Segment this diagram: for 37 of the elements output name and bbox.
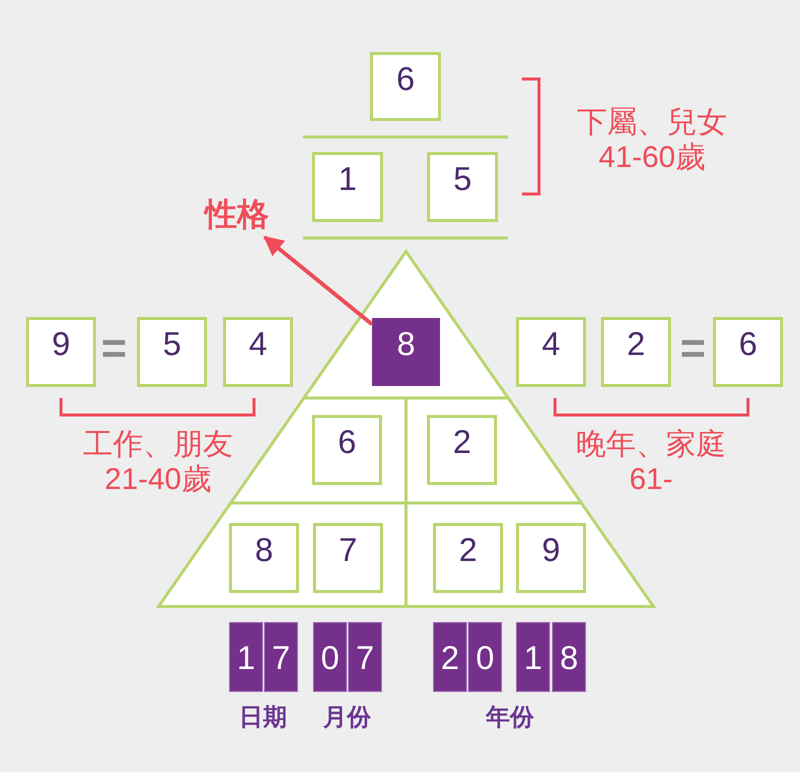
caption-text: 61-: [629, 463, 673, 498]
caption-text: 工作、朋友: [83, 428, 233, 462]
number-box: 6: [370, 52, 441, 121]
date-digit-tile: 1: [516, 622, 550, 692]
number-box: 5: [137, 317, 207, 387]
caption-text: 21-40歲: [104, 463, 212, 498]
date-digit-tile: 0: [313, 622, 347, 692]
callout-label: 性格: [203, 194, 271, 236]
number-box: 5: [427, 152, 498, 222]
date-part-label: 月份: [323, 704, 371, 732]
number-box: 4: [516, 317, 586, 387]
number-box: 9: [516, 523, 586, 593]
arrow: [263, 236, 374, 326]
equals-sign: =: [101, 324, 127, 375]
date-digit-tile: 0: [468, 622, 502, 692]
date-digit-tile: 2: [433, 622, 467, 692]
number-box: 6: [312, 415, 382, 485]
date-digit-tile: 8: [552, 622, 586, 692]
number-box: 2: [433, 523, 503, 593]
number-box: 6: [713, 317, 783, 387]
date-digit-tile: 1: [229, 622, 263, 692]
date-part-label: 日期: [239, 704, 287, 732]
caption-text: 下屬、兒女: [577, 106, 727, 140]
number-box: 7: [313, 523, 383, 593]
highlighted-number-box: 8: [372, 318, 440, 386]
number-box: 8: [229, 523, 299, 593]
number-box: 1: [312, 152, 383, 222]
caption-text: 41-60歲: [598, 141, 706, 176]
number-box: 2: [427, 415, 497, 485]
number-box: 2: [601, 317, 671, 387]
number-box: 9: [26, 317, 96, 387]
number-box: 4: [223, 317, 293, 387]
equals-sign: =: [680, 324, 706, 375]
date-digit-tile: 7: [264, 622, 298, 692]
date-part-label: 年份: [486, 704, 534, 732]
date-digit-tile: 7: [348, 622, 382, 692]
caption-text: 晚年、家庭: [576, 428, 726, 462]
